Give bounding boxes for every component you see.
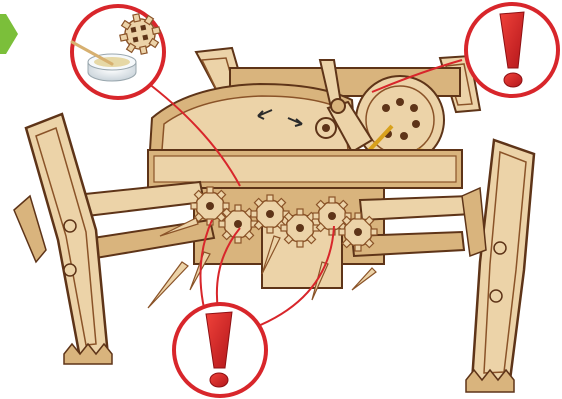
nav-arrow-icon[interactable] bbox=[0, 14, 18, 54]
callout-warning-bottom bbox=[174, 304, 266, 396]
callout-warning-top bbox=[466, 4, 558, 96]
front-left-leg bbox=[14, 114, 112, 364]
front-right-leg bbox=[462, 140, 534, 392]
callout-lubricate bbox=[72, 6, 164, 98]
